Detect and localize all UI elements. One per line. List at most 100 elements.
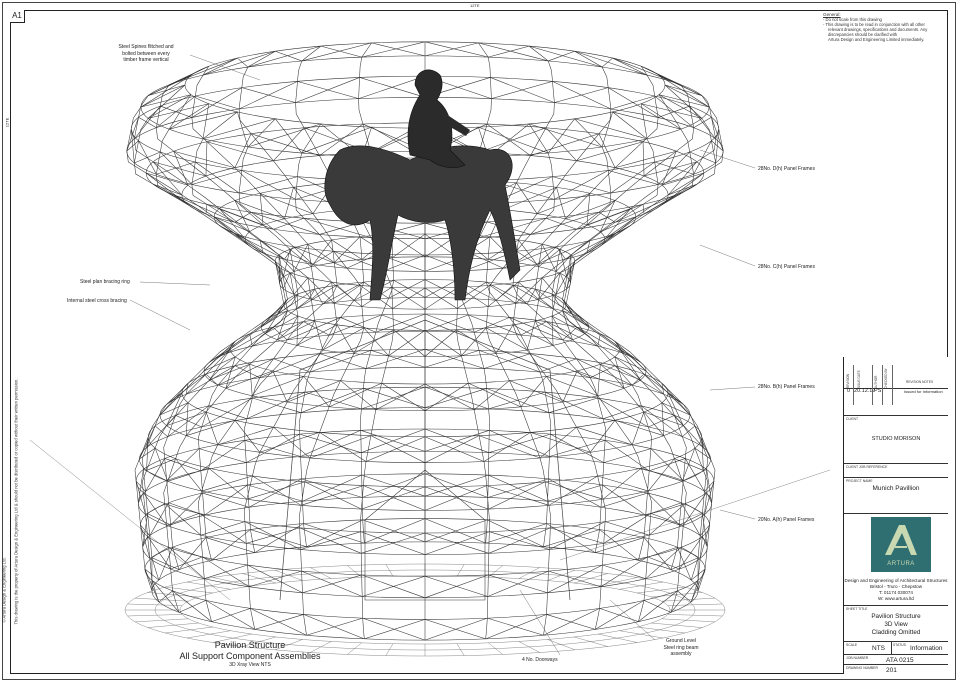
- cross-brace: [284, 187, 294, 219]
- cross-brace: [146, 172, 189, 186]
- cross-brace: [424, 436, 485, 462]
- cross-brace: [495, 324, 514, 354]
- steel-spine: [456, 127, 492, 639]
- rev-header: CHECKED BY: [884, 368, 888, 389]
- cross-brace: [168, 547, 205, 579]
- cross-brace: [562, 370, 578, 403]
- cross-brace: [153, 161, 207, 177]
- cross-brace: [595, 537, 645, 553]
- cross-brace: [602, 564, 646, 579]
- cross-brace: [259, 353, 320, 378]
- cross-brace: [667, 161, 698, 196]
- cross-brace: [489, 531, 550, 550]
- rev-header: ISSUE DATE: [857, 370, 861, 389]
- leader-line: [699, 244, 756, 267]
- cross-brace: [272, 326, 288, 341]
- cross-brace: [550, 527, 604, 544]
- cross-brace: [643, 600, 672, 613]
- cross-brace: [391, 287, 426, 310]
- cross-brace: [488, 574, 548, 594]
- cross-brace: [478, 350, 541, 373]
- cross-brace: [530, 432, 591, 453]
- cross-brace: [536, 240, 591, 265]
- cross-brace: [424, 519, 488, 543]
- cross-brace: [147, 536, 171, 570]
- cross-brace: [282, 249, 291, 278]
- cross-brace: [424, 382, 469, 412]
- cross-brace: [474, 317, 510, 333]
- annotation-ring-beam: Ground Level Steel ring beam assembly: [663, 638, 699, 657]
- cross-brace: [246, 481, 305, 500]
- general-notes: General: - Do not scale from this drawin…: [823, 12, 947, 42]
- cross-brace: [238, 81, 298, 110]
- cross-brace: [424, 485, 487, 511]
- cross-brace: [145, 458, 165, 492]
- cross-brace: [322, 281, 364, 305]
- steel-spine: [238, 118, 338, 630]
- job-number-cell: JOB NUMBER ATA 0215: [844, 654, 948, 664]
- cross-brace: [545, 481, 604, 500]
- cross-brace: [361, 41, 426, 58]
- cross-brace: [486, 123, 531, 156]
- cross-brace: [247, 564, 303, 594]
- rev-header: REVISION: [846, 373, 850, 389]
- ground-mesh-line: [165, 586, 213, 594]
- steel-spine: [295, 45, 365, 547]
- cross-brace: [319, 353, 367, 369]
- ground-mesh-line: [347, 565, 362, 578]
- cross-brace: [683, 469, 707, 481]
- cross-brace: [364, 518, 426, 544]
- statue-rider-arm: [438, 110, 470, 136]
- cross-brace: [278, 266, 295, 295]
- cross-brace: [551, 315, 585, 334]
- cross-brace: [186, 420, 236, 436]
- cross-brace: [536, 193, 591, 214]
- drawing-title-line3: 3D Xray View NTS: [229, 662, 271, 668]
- cross-brace: [535, 288, 573, 315]
- project-name: Munich Pavillion: [872, 485, 920, 492]
- cross-brace: [148, 103, 209, 119]
- cross-brace: [689, 151, 716, 164]
- cross-brace: [252, 321, 304, 347]
- cross-brace: [208, 467, 248, 500]
- cross-brace: [658, 75, 710, 108]
- scale-status-cell: SCALE NTS STATUS Information: [844, 641, 948, 655]
- cross-brace: [320, 45, 362, 58]
- cross-brace: [202, 118, 276, 140]
- cross-brace: [172, 590, 212, 622]
- cross-brace: [202, 50, 276, 76]
- cross-brace: [491, 81, 553, 99]
- ground-mesh-line: [651, 622, 703, 628]
- cross-brace: [551, 316, 554, 346]
- project-cell: PROJECT NAME Munich Pavillion: [844, 477, 948, 513]
- cross-brace: [424, 486, 489, 510]
- ground-mesh-line: [667, 603, 723, 606]
- cross-brace: [249, 364, 253, 396]
- cross-brace: [642, 204, 645, 215]
- cross-brace: [638, 590, 678, 622]
- cross-brace: [478, 42, 549, 62]
- ground-mesh-line: [135, 618, 189, 623]
- cross-brace: [565, 304, 585, 334]
- cross-brace: [130, 128, 135, 163]
- cross-brace: [516, 250, 538, 265]
- cross-brace: [353, 329, 394, 354]
- cross-brace: [340, 380, 376, 410]
- annotation-frames-d: 28No. D(h) Panel Frames: [758, 166, 815, 172]
- cross-brace: [641, 103, 702, 119]
- ground-mesh-line: [385, 643, 394, 656]
- cross-brace: [277, 310, 288, 340]
- steel-spine: [551, 66, 694, 570]
- cross-brace: [599, 200, 616, 232]
- general-note-line: - This drawing is to be read in conjunct…: [823, 22, 925, 27]
- leader-line: [699, 149, 756, 169]
- cross-brace: [546, 376, 598, 397]
- cross-brace: [273, 358, 311, 373]
- cross-brace: [424, 41, 489, 58]
- drawing-title-line1: Pavilion Structure: [214, 640, 286, 650]
- cross-brace: [576, 358, 633, 386]
- ground-mesh-line: [598, 633, 638, 643]
- cross-brace: [329, 314, 382, 336]
- ground-mesh-line: [637, 626, 685, 634]
